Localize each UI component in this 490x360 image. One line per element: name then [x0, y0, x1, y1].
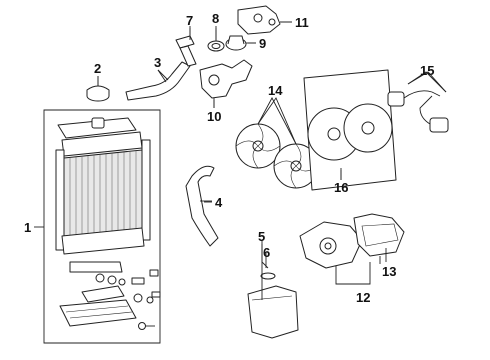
callout-8: 8	[212, 11, 220, 26]
water-inlet-drawing	[199, 59, 253, 108]
thermostat-drawing	[225, 35, 256, 51]
callout-1: 1	[24, 220, 32, 235]
bypass-hose-drawing	[175, 26, 197, 67]
leader-lines	[34, 21, 447, 285]
radiator-assembly	[43, 109, 161, 344]
water-pump-drawing	[299, 213, 405, 285]
water-outlet-drawing	[237, 5, 292, 35]
callout-10: 10	[207, 109, 222, 124]
callout-2: 2	[94, 61, 102, 76]
callout-6: 6	[263, 245, 271, 260]
lower-hose-drawing	[185, 165, 219, 247]
cooling-fans-drawing	[235, 97, 319, 189]
fan-motors-drawing	[387, 71, 449, 133]
callout-4: 4	[215, 195, 223, 210]
gasket-drawing	[207, 26, 225, 52]
reservoir-drawing	[247, 240, 299, 339]
callout-11: 11	[295, 15, 309, 30]
callout-9: 9	[259, 36, 267, 51]
callout-15: 15	[420, 63, 435, 78]
callout-13: 13	[382, 264, 397, 279]
callout-16: 16	[334, 180, 349, 195]
callout-12: 12	[356, 290, 371, 305]
callout-3: 3	[154, 55, 162, 70]
callout-5: 5	[258, 229, 266, 244]
callout-14: 14	[268, 83, 283, 98]
callout-7: 7	[186, 13, 194, 28]
fan-shroud-drawing	[303, 69, 397, 191]
